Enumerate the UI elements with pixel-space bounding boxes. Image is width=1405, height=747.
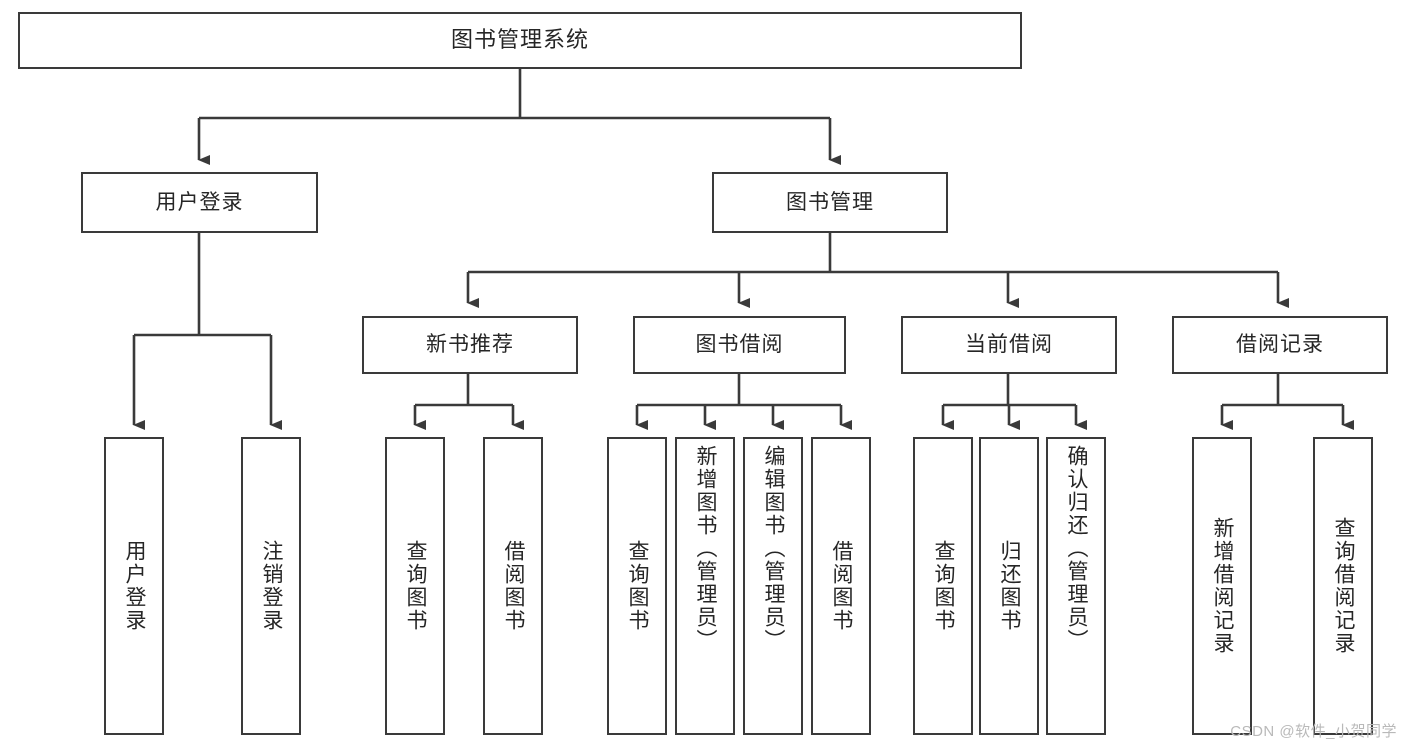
leaf-user-login-login[interactable]: 用户登录 bbox=[104, 437, 164, 735]
leaf-book-borrow-edit[interactable]: 编辑图书（管理员） bbox=[743, 437, 803, 735]
node-root-system[interactable]: 图书管理系统 bbox=[18, 12, 1022, 69]
node-label: 借阅记录 bbox=[1236, 333, 1324, 357]
csdn-watermark: CSDN @软件_小贺同学 bbox=[1230, 723, 1397, 740]
leaf-new-book-borrow[interactable]: 借阅图书 bbox=[483, 437, 543, 735]
leaf-inner: 编辑图书（管理员） bbox=[745, 445, 801, 727]
node-label: 借阅图书 bbox=[830, 540, 854, 632]
leaf-inner: 确认归还（管理员） bbox=[1048, 445, 1104, 727]
leaf-current-borrow-return[interactable]: 归还图书 bbox=[979, 437, 1039, 735]
leaf-inner: 新增借阅记录 bbox=[1194, 445, 1250, 727]
node-label: 图书借阅 bbox=[695, 333, 784, 357]
leaf-inner: 查询图书 bbox=[609, 445, 665, 727]
leaf-inner: 查询图书 bbox=[915, 445, 971, 727]
node-label: 确认归还（管理员） bbox=[1065, 445, 1089, 652]
node-borrow-record[interactable]: 借阅记录 bbox=[1172, 316, 1388, 374]
node-label: 图书管理 bbox=[786, 190, 874, 214]
node-label: 用户登录 bbox=[155, 190, 244, 214]
leaf-book-borrow-borrow[interactable]: 借阅图书 bbox=[811, 437, 871, 735]
leaf-current-borrow-query[interactable]: 查询图书 bbox=[913, 437, 973, 735]
leaf-inner: 查询图书 bbox=[387, 445, 443, 727]
node-label: 查询图书 bbox=[404, 540, 428, 632]
leaf-book-borrow-add[interactable]: 新增图书（管理员） bbox=[675, 437, 735, 735]
node-label: 查询图书 bbox=[932, 540, 956, 632]
node-label: 当前借阅 bbox=[965, 333, 1053, 357]
node-book-borrow[interactable]: 图书借阅 bbox=[633, 316, 846, 374]
node-label: 用户登录 bbox=[123, 540, 147, 632]
node-label: 注销登录 bbox=[260, 540, 284, 632]
leaf-current-borrow-confirm-return[interactable]: 确认归还（管理员） bbox=[1046, 437, 1106, 735]
leaf-inner: 借阅图书 bbox=[813, 445, 869, 727]
node-book-management[interactable]: 图书管理 bbox=[712, 172, 948, 233]
node-new-book-recommend[interactable]: 新书推荐 bbox=[362, 316, 578, 374]
node-current-borrow[interactable]: 当前借阅 bbox=[901, 316, 1117, 374]
leaf-borrow-record-add[interactable]: 新增借阅记录 bbox=[1192, 437, 1252, 735]
node-label: 新增图书（管理员） bbox=[694, 445, 718, 652]
node-label: 图书管理系统 bbox=[450, 27, 589, 53]
leaf-inner: 用户登录 bbox=[106, 445, 162, 727]
leaf-inner: 归还图书 bbox=[981, 445, 1037, 727]
leaf-inner: 查询借阅记录 bbox=[1315, 445, 1371, 727]
leaf-new-book-query[interactable]: 查询图书 bbox=[385, 437, 445, 735]
leaf-inner: 新增图书（管理员） bbox=[677, 445, 733, 727]
node-label: 归还图书 bbox=[998, 540, 1022, 632]
node-user-login[interactable]: 用户登录 bbox=[81, 172, 318, 233]
node-label: 编辑图书（管理员） bbox=[762, 445, 786, 652]
leaf-inner: 借阅图书 bbox=[485, 445, 541, 727]
node-label: 查询图书 bbox=[626, 540, 650, 632]
node-label: 查询借阅记录 bbox=[1332, 517, 1356, 655]
node-label: 新书推荐 bbox=[426, 333, 514, 357]
leaf-book-borrow-query[interactable]: 查询图书 bbox=[607, 437, 667, 735]
leaf-user-login-logout[interactable]: 注销登录 bbox=[241, 437, 301, 735]
leaf-inner: 注销登录 bbox=[243, 445, 299, 727]
node-label: 新增借阅记录 bbox=[1211, 517, 1235, 655]
leaf-borrow-record-query[interactable]: 查询借阅记录 bbox=[1313, 437, 1373, 735]
node-label: 借阅图书 bbox=[502, 540, 526, 632]
